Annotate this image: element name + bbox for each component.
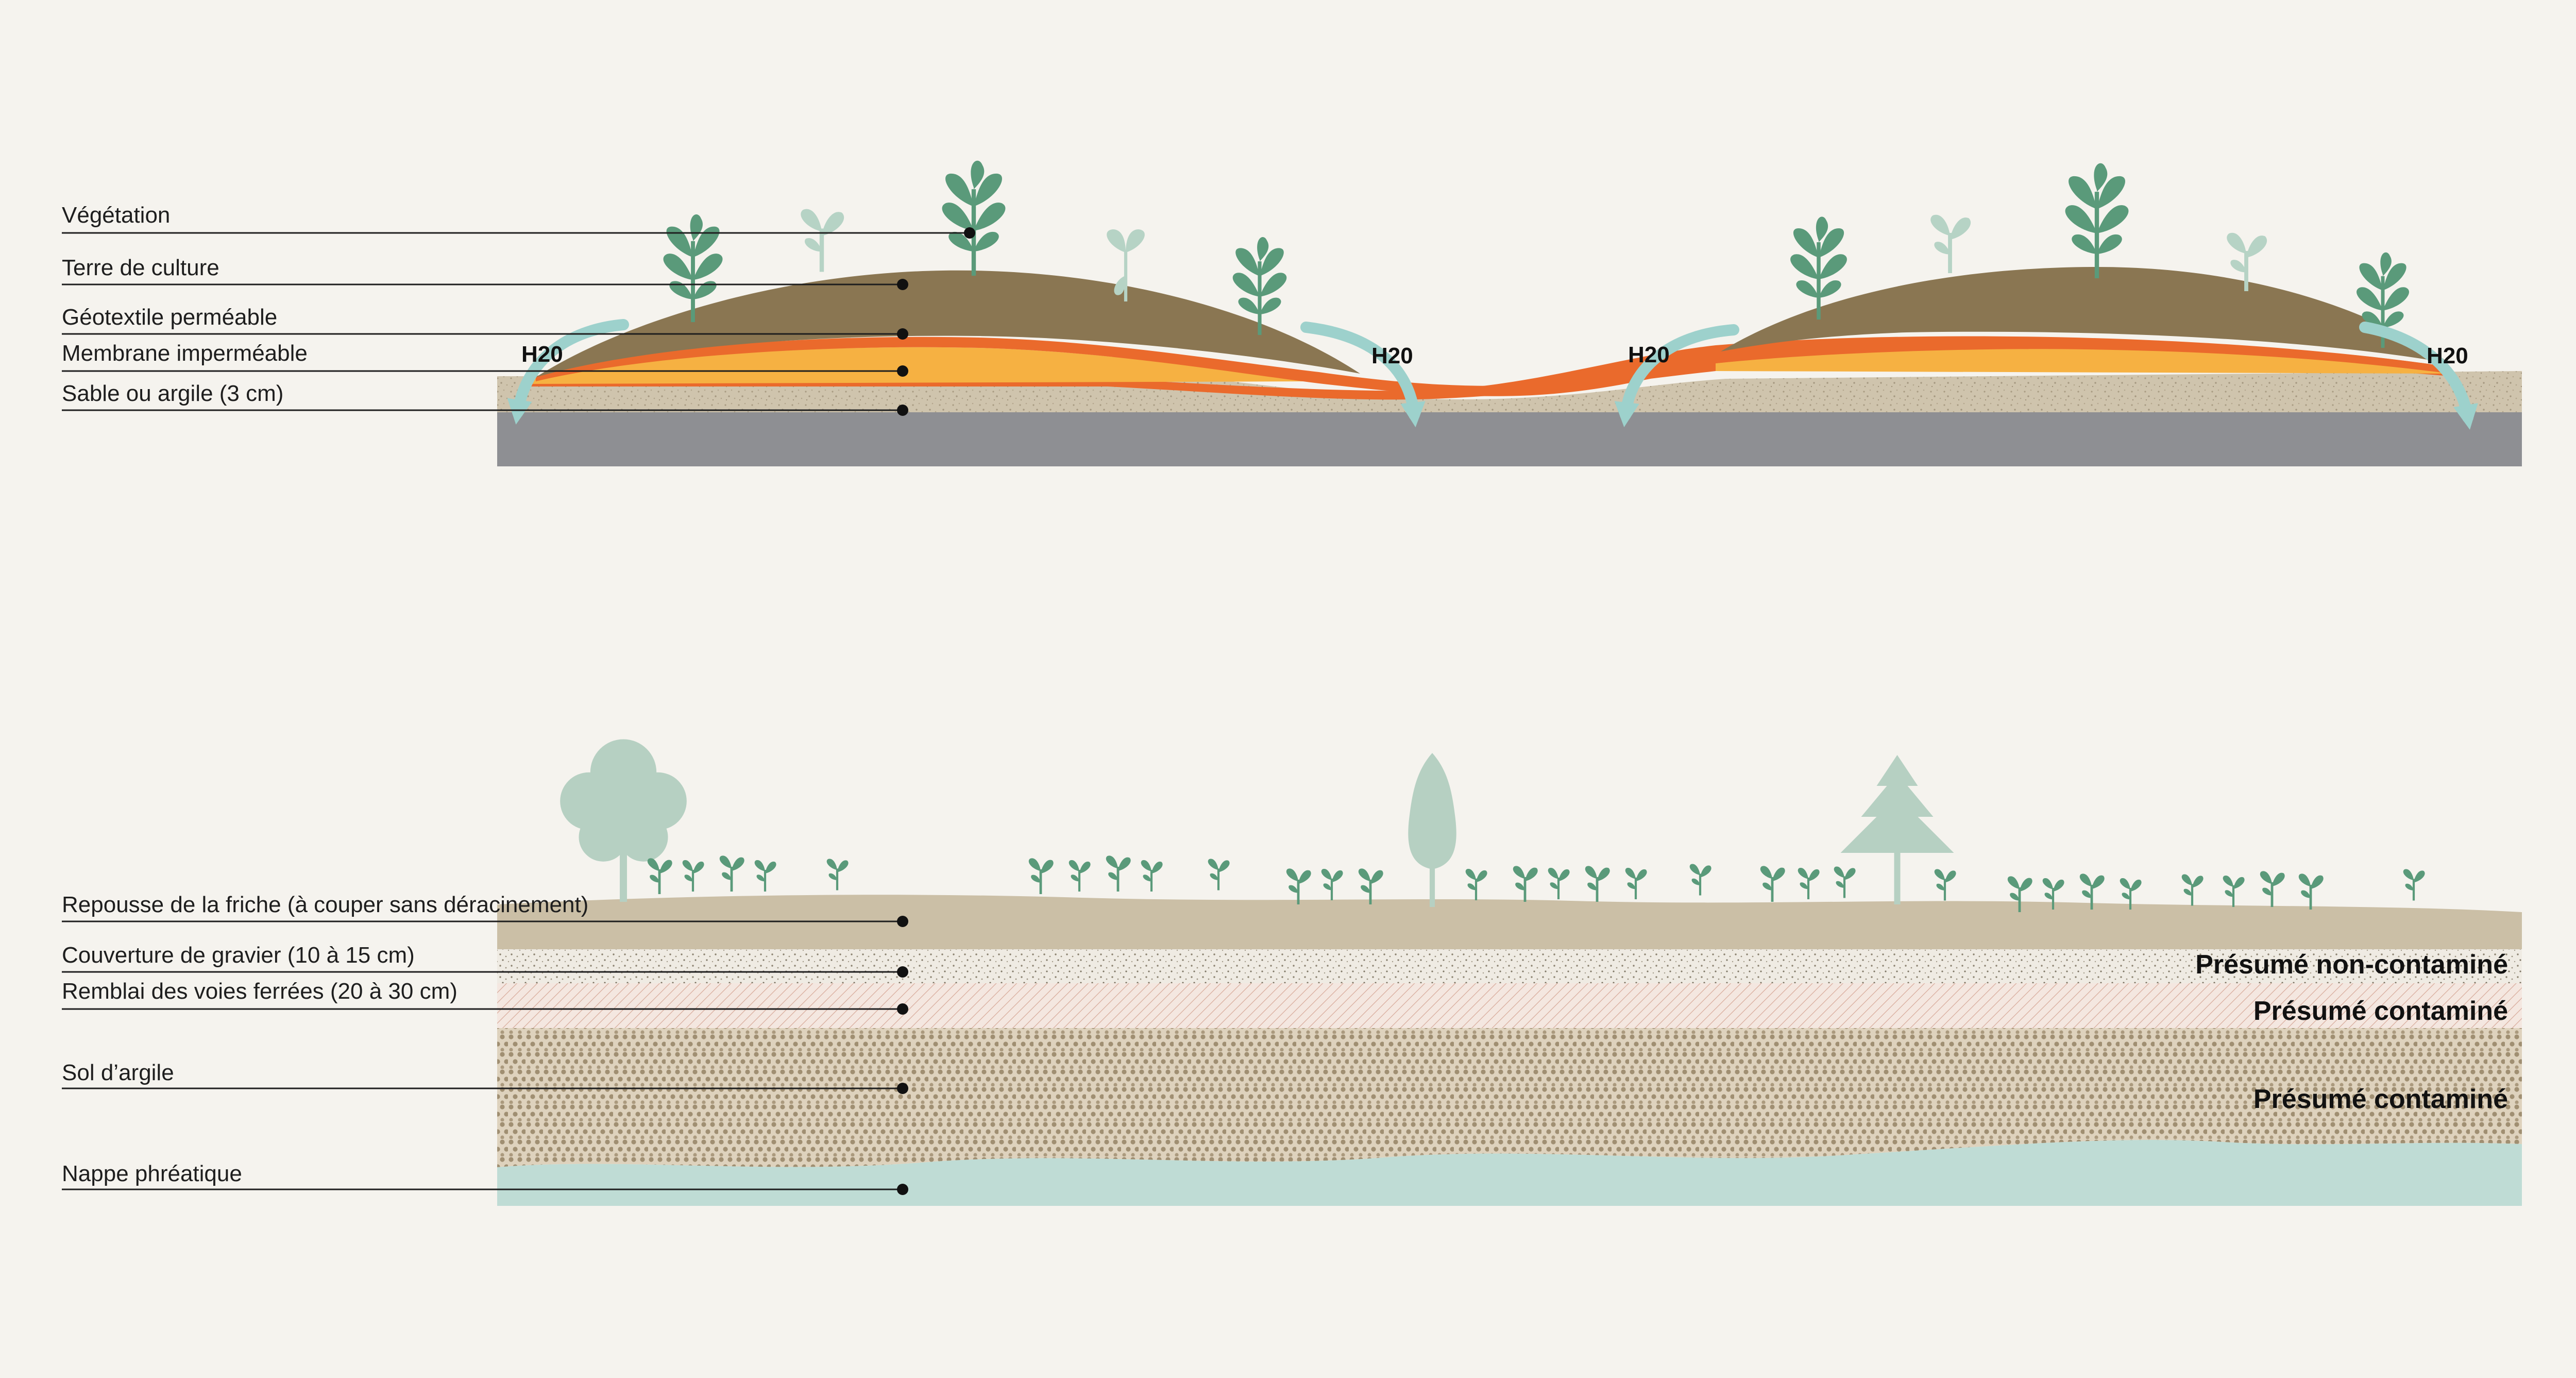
- sprout-icon: [1760, 866, 1785, 902]
- bottom-section: Présumé non-contaminé Présumé contaminé …: [62, 740, 2522, 1206]
- sprout-icon: [1690, 864, 1711, 896]
- sprout-icon: [2299, 873, 2324, 910]
- tree-icon: [560, 740, 687, 902]
- water-arrows: [507, 319, 2478, 430]
- plant-icon: [2065, 163, 2129, 278]
- base-layer: [497, 410, 2522, 466]
- h2o-label: H20: [1371, 343, 1413, 368]
- sprout-icon: [2260, 871, 2285, 907]
- sprout-icon: [2403, 869, 2425, 901]
- culture-soil-mound-left: [536, 270, 1360, 377]
- tree-icon: [1841, 755, 1954, 904]
- conifer-icon: [1408, 753, 1456, 907]
- plant-icon: [801, 209, 844, 272]
- water-arrow-icon: [1300, 322, 1426, 428]
- water-arrow-icon: [2359, 322, 2478, 430]
- label-gravel: Couverture de gravier (10 à 15 cm): [62, 943, 415, 968]
- gravel-layer: [497, 948, 2522, 983]
- sprout-icon: [1798, 868, 1820, 899]
- leader-dot: [897, 328, 908, 340]
- water-arrow-icon: [507, 319, 629, 425]
- label-clay-soil: Sol d’argile: [62, 1060, 174, 1085]
- sprout-icon: [1585, 866, 1610, 902]
- clay-soil-layer: [497, 1027, 2522, 1167]
- sprout-icon: [827, 859, 849, 890]
- sprout-icon: [1141, 860, 1163, 892]
- sprout-icon: [1029, 858, 1054, 894]
- zone-labels: Présumé non-contaminé Présumé contaminé …: [2195, 950, 2508, 1114]
- sprout-icon: [683, 860, 704, 892]
- sprout-icon: [1106, 855, 1131, 892]
- bottom-labels: Repousse de la friche (à couper sans dér…: [62, 892, 908, 1195]
- regrowth-vegetation: [560, 740, 2425, 912]
- leader-dot: [897, 966, 908, 978]
- sprout-icon: [1834, 867, 1856, 898]
- zone-label-railway: Présumé contaminé: [2253, 996, 2508, 1026]
- label-regrowth: Repousse de la friche (à couper sans dér…: [62, 892, 588, 917]
- leader-dot: [897, 1003, 908, 1015]
- sprout-icon: [1286, 868, 1311, 904]
- h2o-label: H20: [2427, 343, 2468, 368]
- leader-dot: [897, 1184, 908, 1195]
- sprout-icon: [2182, 875, 2204, 906]
- sprout-icon: [755, 860, 776, 892]
- zone-label-gravel: Présumé non-contaminé: [2195, 950, 2508, 980]
- label-culture-soil: Terre de culture: [62, 255, 219, 280]
- label-geotextile: Géotextile perméable: [62, 305, 277, 330]
- sprout-icon: [1208, 859, 1230, 890]
- leader-dot: [897, 405, 908, 416]
- sprout-icon: [720, 855, 744, 892]
- top-labels: Végétation Terre de culture Géotextile p…: [62, 203, 975, 416]
- leader-dot: [897, 279, 908, 290]
- label-railway-fill: Remblai des voies ferrées (20 à 30 cm): [62, 979, 457, 1004]
- sprout-icon: [1321, 869, 1343, 900]
- sprout-icon: [1069, 860, 1091, 892]
- sprout-icon: [1548, 868, 1570, 899]
- geotextile-layer: [531, 347, 2450, 384]
- sprout-icon: [2223, 876, 2245, 907]
- water-labels: H20 H20 H20 H20: [521, 342, 2468, 368]
- culture-soil-mound-right: [1721, 266, 2450, 363]
- sprout-icon: [1359, 868, 1383, 904]
- sprout-icon: [648, 858, 672, 894]
- sprout-icon: [1466, 869, 1487, 900]
- sprout-icon: [1935, 869, 1956, 901]
- label-sand-clay: Sable ou argile (3 cm): [62, 381, 283, 406]
- regrowth-layer: [497, 895, 2522, 949]
- zone-label-clay: Présumé contaminé: [2253, 1084, 2508, 1114]
- leader-dot: [897, 916, 908, 927]
- leader-dot: [897, 1083, 908, 1094]
- plant-icon: [942, 161, 1006, 276]
- water-arrow-icon: [1614, 324, 1739, 428]
- label-groundwater: Nappe phréatique: [62, 1161, 242, 1186]
- h2o-label: H20: [521, 342, 563, 367]
- leader-dot: [964, 227, 975, 239]
- groundwater-layer: [497, 1140, 2522, 1206]
- sprout-icon: [1513, 866, 1538, 902]
- label-vegetation: Végétation: [62, 203, 170, 228]
- plant-icon: [1930, 215, 1971, 273]
- sprout-icon: [1625, 868, 1647, 899]
- top-section: H20 H20 H20 H20 Végétation Terre de cult…: [62, 161, 2522, 466]
- leader-dot: [897, 365, 908, 377]
- label-membrane: Membrane imperméable: [62, 341, 308, 366]
- h2o-label: H20: [1628, 342, 1670, 367]
- railway-fill-layer: [497, 982, 2522, 1028]
